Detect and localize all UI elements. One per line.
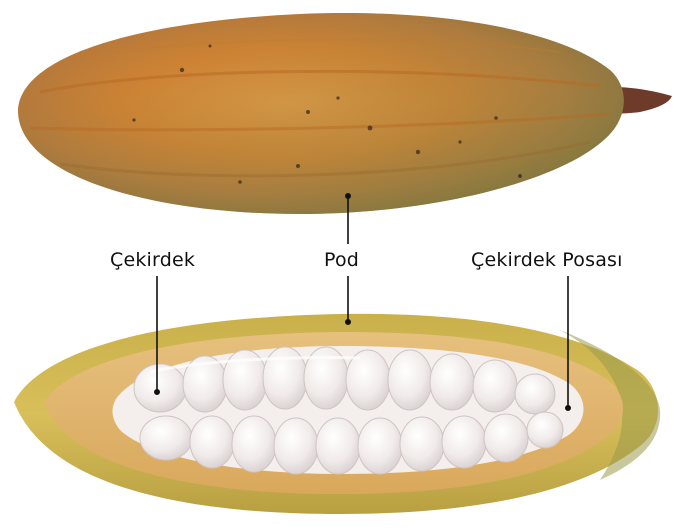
label-bean: Çekirdek	[110, 249, 195, 271]
label-bean-pulp: Çekirdek Posası	[471, 249, 623, 271]
label-pod: Pod	[324, 249, 359, 271]
cut-pod	[14, 314, 660, 514]
whole-pod	[18, 13, 672, 214]
